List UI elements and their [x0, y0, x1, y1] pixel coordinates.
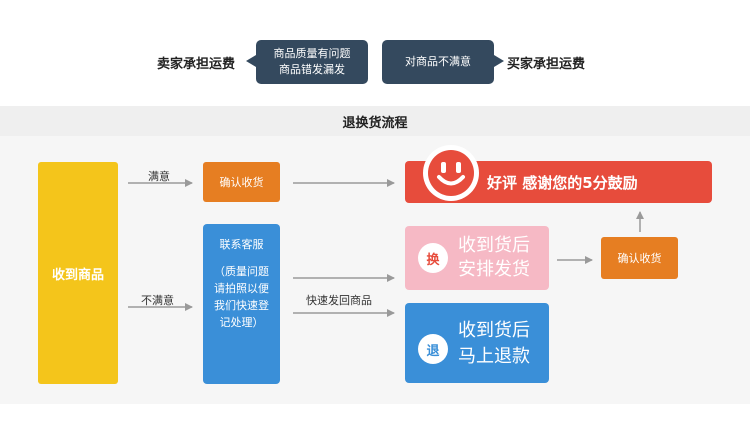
contact-service-box: 联系客服 （质量问题请拍照以便我们快速登记处理）	[203, 224, 280, 384]
received-goods-label: 收到商品	[51, 267, 104, 283]
contact-service-title: 联系客服	[219, 238, 264, 251]
unsatisfied-box: 对商品不满意	[382, 40, 494, 84]
contact-service-body: （质量问题请拍照以便我们快速登记处理）	[214, 265, 269, 329]
confirm-receipt-label: 确认收货	[219, 176, 264, 189]
confirm-receipt-box: 确认收货	[203, 162, 280, 202]
refund-line-1: 收到货后	[458, 320, 530, 341]
exchange-badge: 换	[418, 243, 448, 273]
pointer-right-icon	[494, 55, 504, 67]
confirm-receipt-box-2: 确认收货	[601, 237, 678, 279]
received-goods-box: 收到商品	[38, 162, 118, 384]
smiley-icon	[423, 145, 479, 201]
process-header: 退换货流程	[0, 106, 750, 136]
refund-badge: 退	[418, 334, 448, 364]
quality-line-1: 商品质量有问题	[273, 47, 351, 60]
quality-problem-box: 商品质量有问题 商品错发漏发	[256, 40, 368, 84]
ship-back-label: 快速发回商品	[306, 294, 372, 307]
refund-line-2: 马上退款	[458, 346, 530, 367]
confirm-receipt-label-2: 确认收货	[617, 252, 662, 265]
buyer-pays-shipping-label: 买家承担运费	[507, 57, 586, 72]
pointer-left-icon	[246, 55, 256, 67]
exchange-line-2: 安排发货	[458, 259, 530, 280]
satisfied-label: 满意	[148, 170, 170, 183]
unsatisfied-box-text: 对商品不满意	[405, 55, 471, 68]
seller-pays-shipping-label: 卖家承担运费	[157, 57, 236, 72]
exchange-line-1: 收到货后	[458, 235, 530, 256]
quality-line-2: 商品错发漏发	[279, 63, 345, 76]
unsatisfied-label: 不满意	[141, 294, 174, 307]
good-review-text: 好评 感谢您的5分鼓励	[487, 173, 638, 192]
process-title: 退换货流程	[342, 115, 408, 131]
